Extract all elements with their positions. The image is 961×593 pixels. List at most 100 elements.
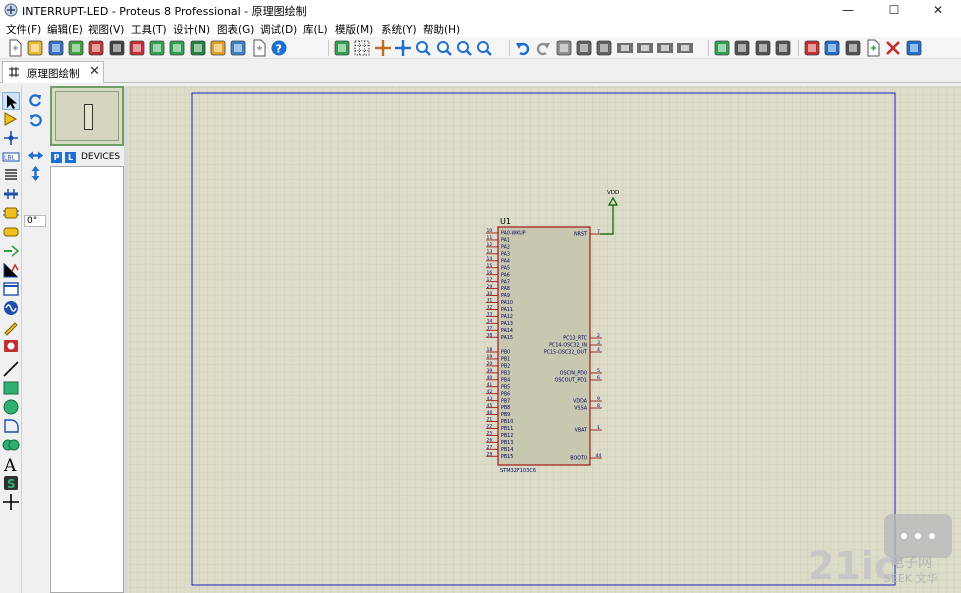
mirror-vertical-button[interactable] (27, 165, 44, 182)
back-button[interactable] (148, 39, 166, 57)
zoom-all-button[interactable] (455, 39, 473, 57)
wire-label-tool[interactable]: LBL (2, 148, 20, 166)
terminal-tool[interactable] (2, 223, 20, 241)
paste-button[interactable] (595, 39, 613, 57)
remove-sheet-button[interactable] (884, 39, 902, 57)
panel-splitter[interactable] (124, 86, 128, 593)
cut-button[interactable] (555, 39, 573, 57)
open-folder-button[interactable] (26, 39, 44, 57)
make-device-button[interactable] (733, 39, 751, 57)
virtual-instrument-tool[interactable] (2, 337, 20, 355)
menu-help[interactable]: 帮助(H) (423, 24, 461, 36)
block-copy-button[interactable] (616, 39, 634, 57)
exit-parent-button[interactable] (905, 39, 923, 57)
undo-button[interactable] (514, 39, 532, 57)
overview-preview[interactable] (50, 86, 124, 146)
tab-close-button[interactable]: ✕ (89, 64, 100, 79)
junction-tool[interactable] (2, 129, 20, 147)
save-button[interactable] (47, 39, 65, 57)
bom-button[interactable] (189, 39, 207, 57)
search-library-button[interactable] (168, 39, 186, 57)
menu-edit[interactable]: 编辑(E) (47, 24, 83, 36)
menu-template[interactable]: 模版(M) (335, 24, 374, 36)
copy-button[interactable] (575, 39, 593, 57)
refresh-button[interactable] (333, 39, 351, 57)
subcircuit-tool[interactable] (2, 204, 20, 222)
block-move-button[interactable] (636, 39, 654, 57)
rotation-angle-field[interactable]: 0° (24, 215, 46, 227)
netlist-button[interactable] (108, 39, 126, 57)
vdd-power-terminal[interactable]: VDD (600, 190, 619, 235)
close-button[interactable]: ✕ (932, 3, 944, 17)
pcb-button[interactable] (229, 39, 247, 57)
block-rotate-button[interactable] (656, 39, 674, 57)
minimize-button[interactable]: — (842, 3, 854, 17)
wire-autorouter-button[interactable] (803, 39, 821, 57)
path-tool[interactable] (2, 436, 20, 454)
device-pin-tool[interactable] (2, 242, 20, 260)
menu-system[interactable]: 系统(Y) (381, 24, 417, 36)
zoom-out-button[interactable] (435, 39, 453, 57)
rotate-clockwise-button[interactable] (27, 92, 44, 109)
graph-tool[interactable] (2, 261, 20, 279)
import-button[interactable] (67, 39, 85, 57)
home-button[interactable] (87, 39, 105, 57)
line-tool[interactable] (2, 360, 20, 378)
symbol-tool[interactable]: S (2, 474, 20, 492)
menu-view[interactable]: 视图(V) (88, 24, 125, 36)
menu-graph[interactable]: 图表(G) (217, 24, 255, 36)
tape-tool[interactable] (2, 280, 20, 298)
chip-button[interactable] (128, 39, 146, 57)
pick-devices-button[interactable]: P (51, 152, 62, 163)
property-tool-button[interactable] (844, 39, 862, 57)
maximize-button[interactable]: ☐ (888, 3, 900, 17)
text-tool[interactable]: A (2, 455, 20, 473)
box-tool[interactable] (2, 379, 20, 397)
package-tool-button[interactable] (754, 39, 772, 57)
menu-debug[interactable]: 调试(D) (260, 24, 298, 36)
menu-tools[interactable]: 工具(T) (131, 24, 167, 36)
arc-tool[interactable] (2, 417, 20, 435)
document-button[interactable] (250, 39, 268, 57)
help-button[interactable]: ? (270, 39, 288, 57)
origin-button[interactable] (374, 39, 392, 57)
component-tool[interactable] (2, 110, 20, 128)
search-tag-button[interactable] (823, 39, 841, 57)
rotate-anticlockwise-button[interactable] (27, 112, 44, 129)
generator-tool[interactable] (2, 299, 20, 317)
probe-voltage-tool[interactable] (2, 318, 20, 336)
mirror-horizontal-button[interactable] (27, 147, 44, 164)
select-arrow-tool[interactable] (2, 92, 20, 110)
zoom-area-button[interactable] (475, 39, 493, 57)
